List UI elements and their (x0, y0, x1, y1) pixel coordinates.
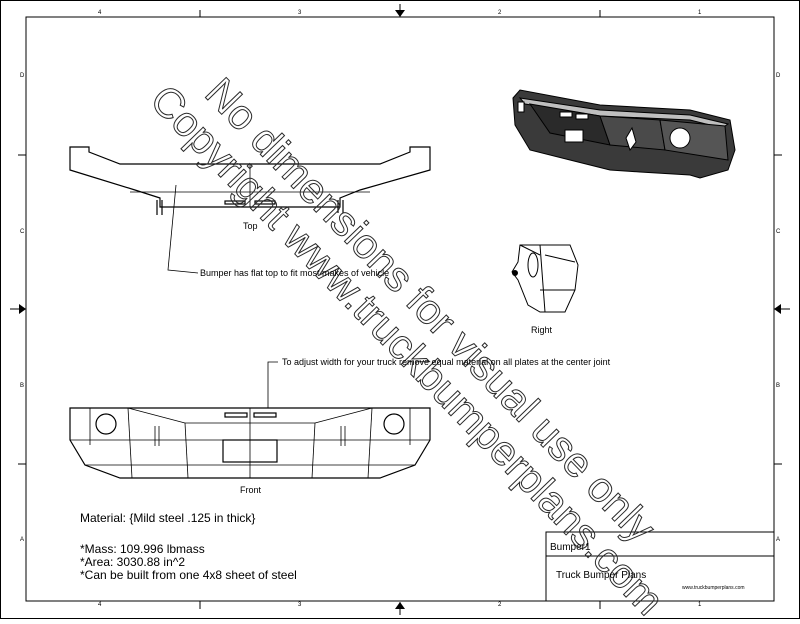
sheet-note: *Can be built from one 4x8 sheet of stee… (80, 568, 297, 582)
zone-col-4-top: 4 (98, 10, 102, 16)
website-text: www.truckbumperplans.com (682, 585, 745, 591)
title-block (545, 531, 775, 602)
front-view (69, 407, 431, 479)
zone-row-b-left: B (20, 383, 25, 389)
top-view (69, 146, 431, 215)
right-view-label: Right (531, 325, 553, 335)
zone-col-3-top: 3 (298, 10, 302, 16)
flat-top-leader (167, 184, 199, 274)
zone-row-d-left: D (20, 73, 25, 79)
top-view-label: Top (243, 221, 258, 231)
adjust-width-leader (267, 361, 278, 408)
mass-note: *Mass: 109.996 lbmass (80, 542, 205, 556)
zone-col-2-bottom: 2 (498, 602, 502, 608)
zone-col-3-bottom: 3 (298, 602, 302, 608)
front-view-label: Front (240, 485, 262, 495)
drawing-title: Truck Bumper Plans (556, 570, 647, 581)
material-note: Material: {Mild steel .125 in thick} (80, 511, 256, 525)
flat-top-note: Bumper has flat top to fit most makes of… (200, 268, 390, 278)
zone-row-c-right: C (776, 229, 781, 235)
zone-col-1-top: 1 (698, 10, 702, 16)
adjust-width-note: To adjust width for your truck remove eq… (282, 357, 611, 367)
zone-row-d-right: D (776, 73, 781, 79)
zone-row-c-left: C (20, 229, 25, 235)
zone-col-2-top: 2 (498, 10, 502, 16)
center-marks (10, 4, 790, 615)
area-note: *Area: 3030.88 in^2 (80, 555, 186, 569)
zone-row-a-right: A (776, 537, 781, 543)
isometric-view (512, 89, 736, 179)
zone-col-4-bottom: 4 (98, 602, 102, 608)
zone-row-b-right: B (776, 383, 781, 389)
zone-ticks (18, 10, 782, 609)
part-name: Bumper1 (550, 542, 591, 553)
zone-col-1-bottom: 1 (698, 602, 702, 608)
right-view (511, 244, 579, 313)
zone-row-a-left: A (20, 537, 25, 543)
